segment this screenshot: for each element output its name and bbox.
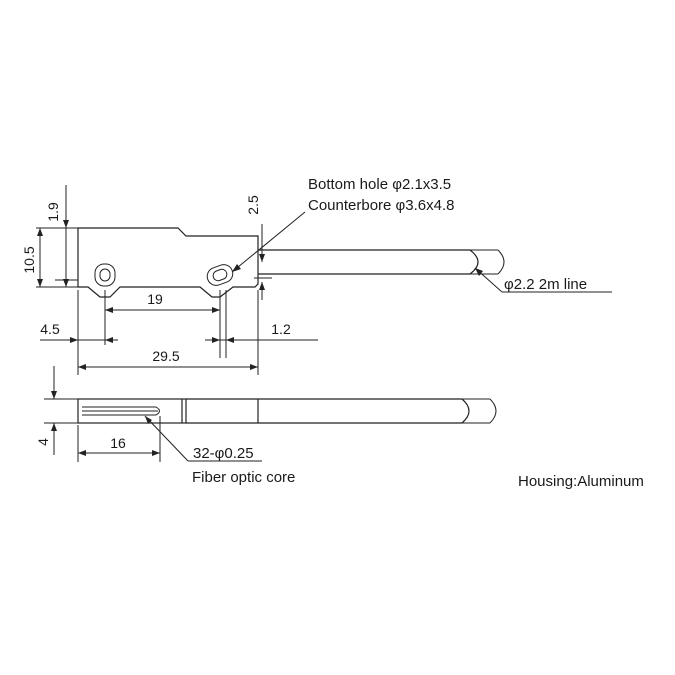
top-view-cable: [258, 249, 505, 275]
callout-counterbore: Counterbore φ3.6x4.8: [308, 197, 454, 214]
side-view-housing: [77, 398, 259, 424]
callout-cable: φ2.2 2m line: [504, 276, 587, 293]
dim-label-total-length: 29.5: [152, 348, 179, 364]
dim-label-hole-spacing: 19: [147, 291, 163, 307]
core-callout-leader: [144, 415, 262, 462]
dim-label-side-thickness: 4: [35, 438, 51, 446]
callout-core-spec: 32-φ0.25: [193, 445, 254, 462]
dim-label-core-length: 16: [110, 435, 126, 451]
dim-label-top-height: 1.9: [45, 202, 61, 222]
dim-label-hole-offset: 2.5: [245, 195, 261, 215]
dim-horizontal-top-view: [40, 290, 318, 375]
cable-callout-leader: [474, 267, 612, 293]
bottom-hole-left: [94, 263, 116, 287]
dim-label-left-offset: 4.5: [40, 321, 60, 337]
dim-label-right-offset: 1.2: [271, 321, 291, 337]
dim-label-total-height: 10.5: [21, 246, 37, 273]
top-view-housing: [77, 227, 259, 298]
side-view-cable: [258, 398, 497, 424]
callout-bottom-hole: Bottom hole φ2.1x3.5: [308, 176, 451, 193]
material-note: Housing:Aluminum: [518, 473, 644, 490]
dim-vertical-left: [36, 185, 78, 288]
bottom-hole-right: [206, 264, 234, 286]
hole-callout-leader: [231, 211, 306, 273]
dim-side-view: [44, 366, 161, 462]
dim-vertical-right: [254, 224, 272, 300]
callout-core-label: Fiber optic core: [192, 469, 295, 486]
